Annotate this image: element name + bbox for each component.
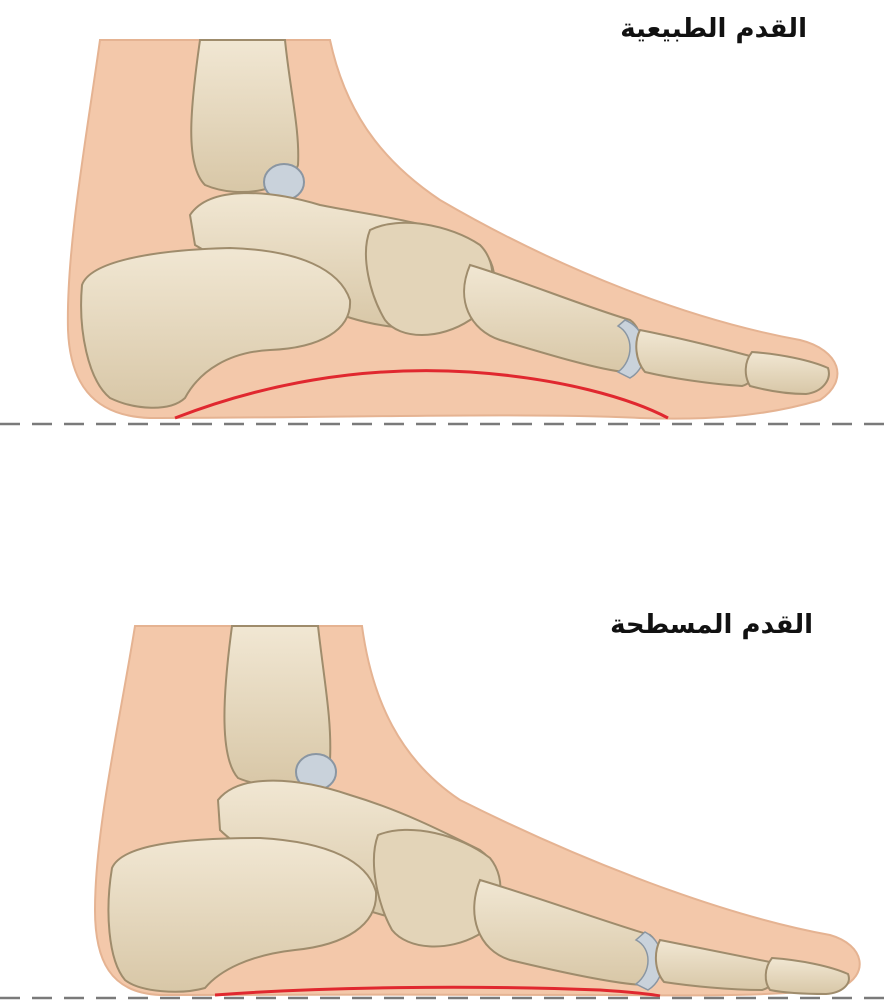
flat-foot-label: القدم المسطحة [610,610,813,640]
normal-foot-label: القدم الطبيعية [620,14,807,44]
normal-foot-illustration [0,40,885,424]
flat-foot-illustration [0,626,885,998]
